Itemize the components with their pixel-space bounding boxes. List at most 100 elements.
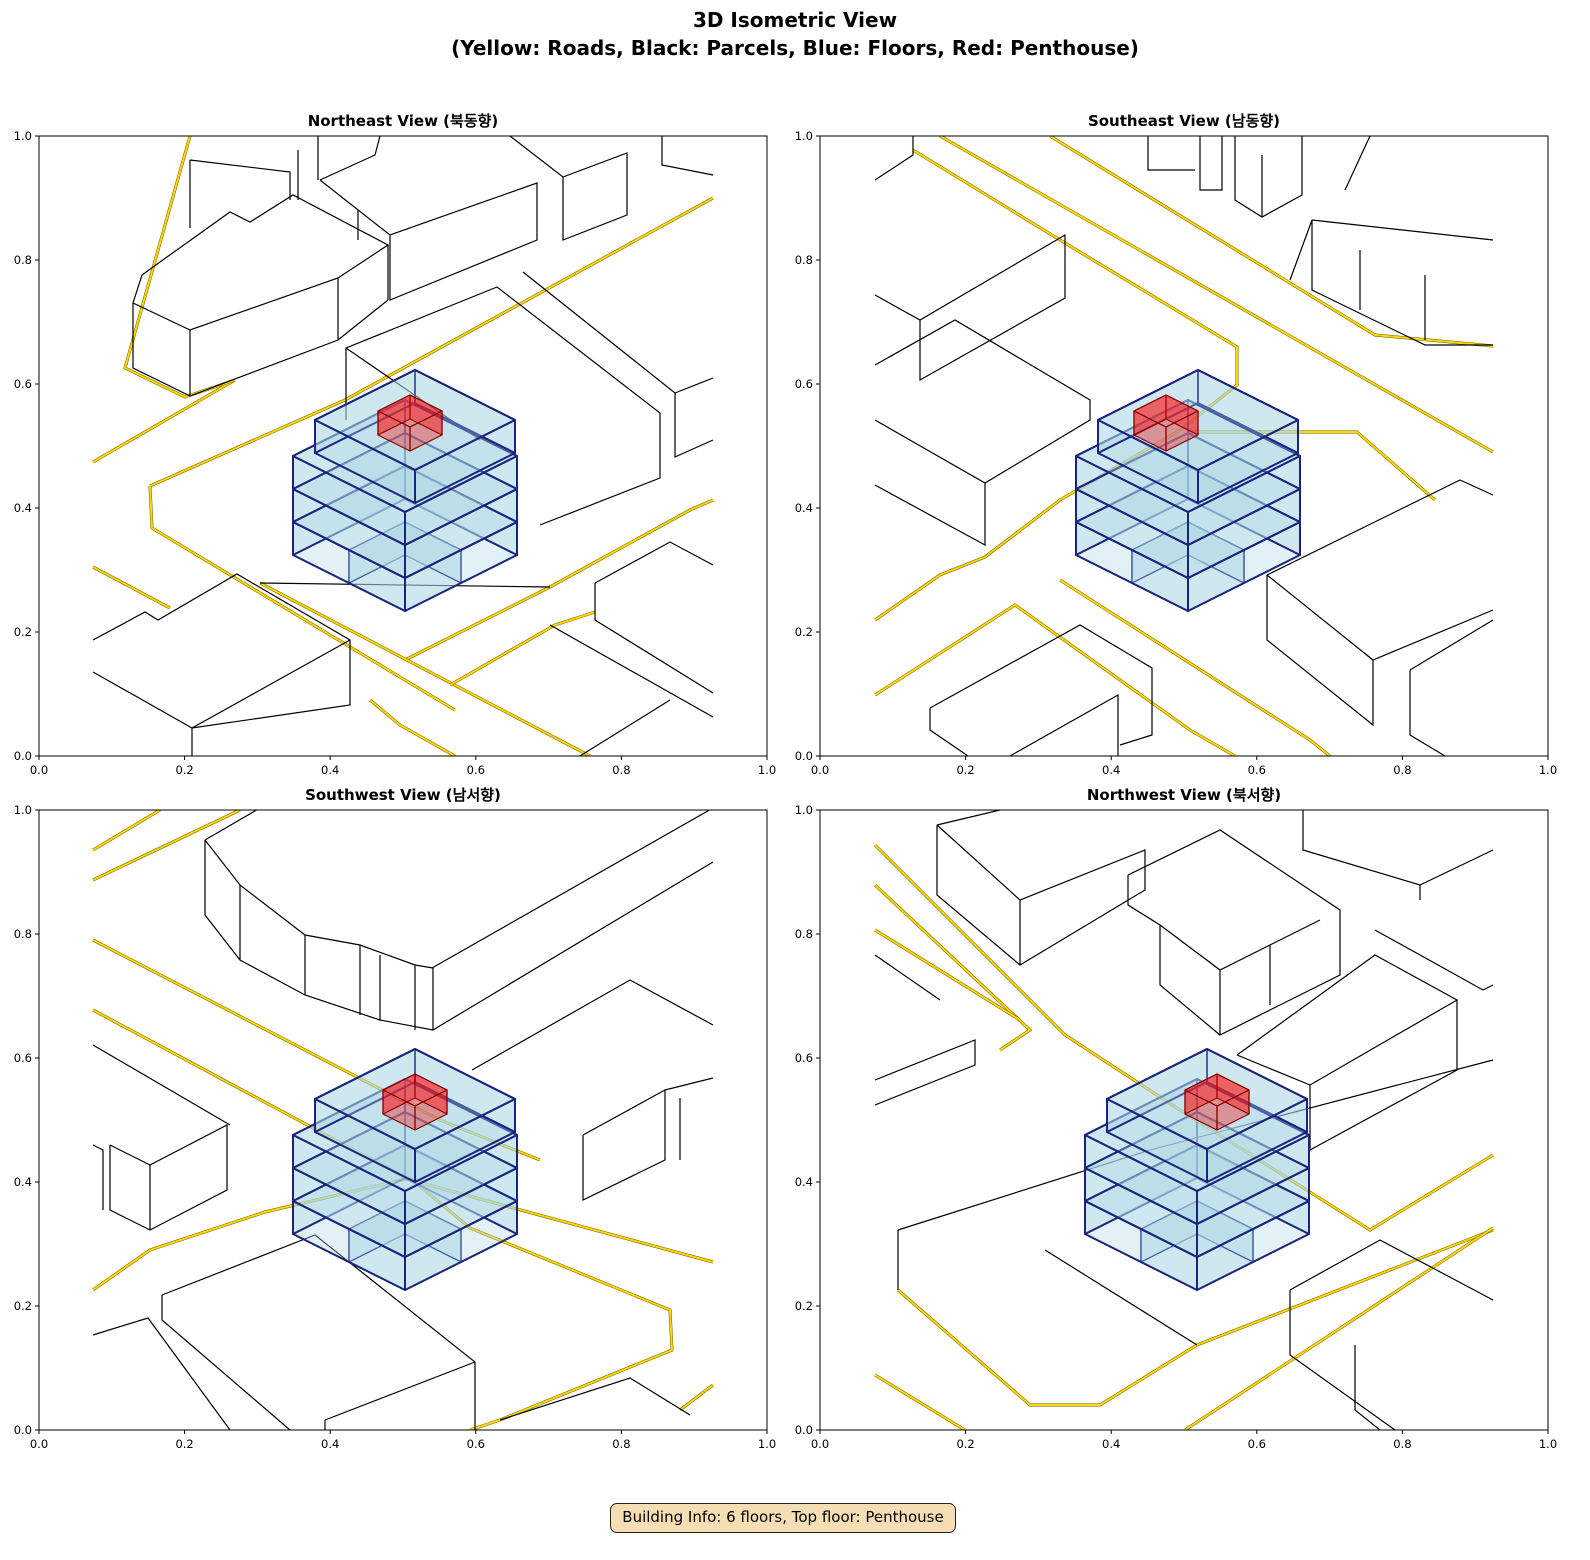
parcel-outline (1409, 670, 1446, 756)
parcel-outline (549, 624, 714, 718)
x-tick-label: 1.0 (758, 1437, 776, 1451)
road-edge (449, 610, 596, 687)
axes-frame (38, 809, 768, 1431)
road-line (874, 929, 1021, 1021)
x-tick-label: 0.8 (612, 1437, 630, 1451)
parcel-outline (936, 824, 1146, 966)
parcel-outline (1127, 829, 1341, 1036)
road-line (369, 699, 456, 756)
parcel-outline (92, 573, 351, 729)
parcel-outline (661, 136, 714, 176)
x-tick-label: 0.8 (1393, 763, 1411, 777)
y-tick-label: 0.8 (14, 927, 32, 941)
road-line (874, 149, 1238, 621)
floor-box (314, 1048, 516, 1150)
parcel-outline (1289, 219, 1313, 281)
parcel-outline (874, 483, 986, 547)
figure-title: 3D Isometric View (693, 8, 897, 32)
x-tick-label: 1.0 (1539, 763, 1557, 777)
road-line (449, 611, 596, 686)
parcel-outline (92, 1044, 231, 1126)
axes-frame (38, 135, 768, 757)
y-tick-label: 0.4 (795, 1175, 813, 1189)
plot-area (873, 810, 1494, 1430)
road-edge (873, 883, 1033, 1052)
penthouse-box (377, 394, 443, 428)
parcel-outline (929, 708, 969, 756)
building-info-box: Building Info: 6 floors, Top floor: Pent… (610, 1503, 956, 1533)
road-edge (874, 603, 1236, 756)
parcel-outline (1311, 219, 1494, 241)
floor-box (1106, 1048, 1308, 1150)
x-tick-label: 0.0 (811, 763, 829, 777)
x-tick-label: 0.2 (175, 763, 193, 777)
y-tick-label: 0.8 (795, 253, 813, 267)
parcel-outline (1234, 136, 1303, 218)
road-line (874, 1374, 966, 1430)
x-tick-label: 0.4 (321, 1437, 339, 1451)
y-tick-label: 0.0 (14, 1423, 32, 1437)
y-tick-label: 0.4 (14, 1175, 32, 1189)
road-line (123, 136, 236, 399)
x-tick-label: 0.0 (811, 1437, 829, 1451)
plot-area (874, 136, 1494, 756)
parcel-outline (92, 1317, 231, 1430)
y-tick-label: 0.6 (795, 377, 813, 391)
road-line (92, 810, 161, 851)
parcel-outline (874, 136, 914, 181)
parcel-outline (594, 583, 714, 694)
x-tick-label: 0.2 (956, 763, 974, 777)
parcel-outline (189, 159, 291, 200)
x-tick-label: 0.0 (30, 763, 48, 777)
plot-area (92, 810, 714, 1430)
x-tick-label: 1.0 (758, 763, 776, 777)
floor-box (314, 369, 516, 471)
y-tick-label: 0.6 (795, 1051, 813, 1065)
y-tick-label: 0.2 (14, 1299, 32, 1313)
road-line (404, 499, 714, 661)
parcel-outline (1147, 136, 1195, 171)
road-edge (369, 698, 456, 756)
axes-frame (819, 135, 1549, 757)
parcel-outline (1159, 919, 1321, 971)
y-tick-label: 1.0 (14, 803, 32, 817)
parcel-outline (509, 136, 628, 241)
panel-2: Southeast View (남동향) 0.0 0.2 0.4 0.6 0.8 1.0 0.… (795, 112, 1557, 777)
panel-title: Southeast View (남동향) (1088, 112, 1280, 130)
target-building (1084, 1048, 1310, 1291)
plot-area (92, 136, 714, 756)
x-tick-label: 0.4 (1102, 763, 1120, 777)
parcel-outline (897, 1059, 1494, 1231)
parcel-outline (594, 541, 714, 584)
x-tick-label: 0.8 (612, 763, 630, 777)
parcel-outline (161, 1234, 476, 1430)
y-tick-label: 0.0 (795, 1423, 813, 1437)
parcel-outline (874, 319, 1091, 484)
parcel-outline (874, 233, 1066, 382)
parcel-outline (1289, 1239, 1494, 1301)
parcel-outline (929, 624, 1153, 746)
y-tick-label: 0.4 (795, 501, 813, 515)
road-line (92, 939, 541, 1161)
panel-title: Northwest View (북서향) (1087, 786, 1281, 804)
road-line (259, 582, 591, 756)
parcel-outline (161, 1295, 291, 1430)
x-tick-label: 0.6 (1248, 1437, 1266, 1451)
road-line (1059, 579, 1331, 756)
parcel-outline (1354, 1345, 1381, 1430)
parcel-outline (431, 810, 711, 969)
penthouse-box (1184, 1073, 1250, 1107)
x-tick-label: 0.6 (1248, 763, 1266, 777)
road-line (92, 379, 236, 463)
y-tick-label: 0.2 (14, 625, 32, 639)
floor-box (1084, 1078, 1310, 1192)
road-line (897, 1229, 1494, 1406)
parcel-outline (132, 194, 390, 397)
y-tick-label: 1.0 (795, 803, 813, 817)
road-line (92, 1176, 674, 1430)
x-tick-label: 0.6 (467, 1437, 485, 1451)
parcel-outline (471, 979, 714, 1071)
x-tick-label: 0.4 (321, 763, 339, 777)
y-tick-label: 0.0 (14, 749, 32, 763)
